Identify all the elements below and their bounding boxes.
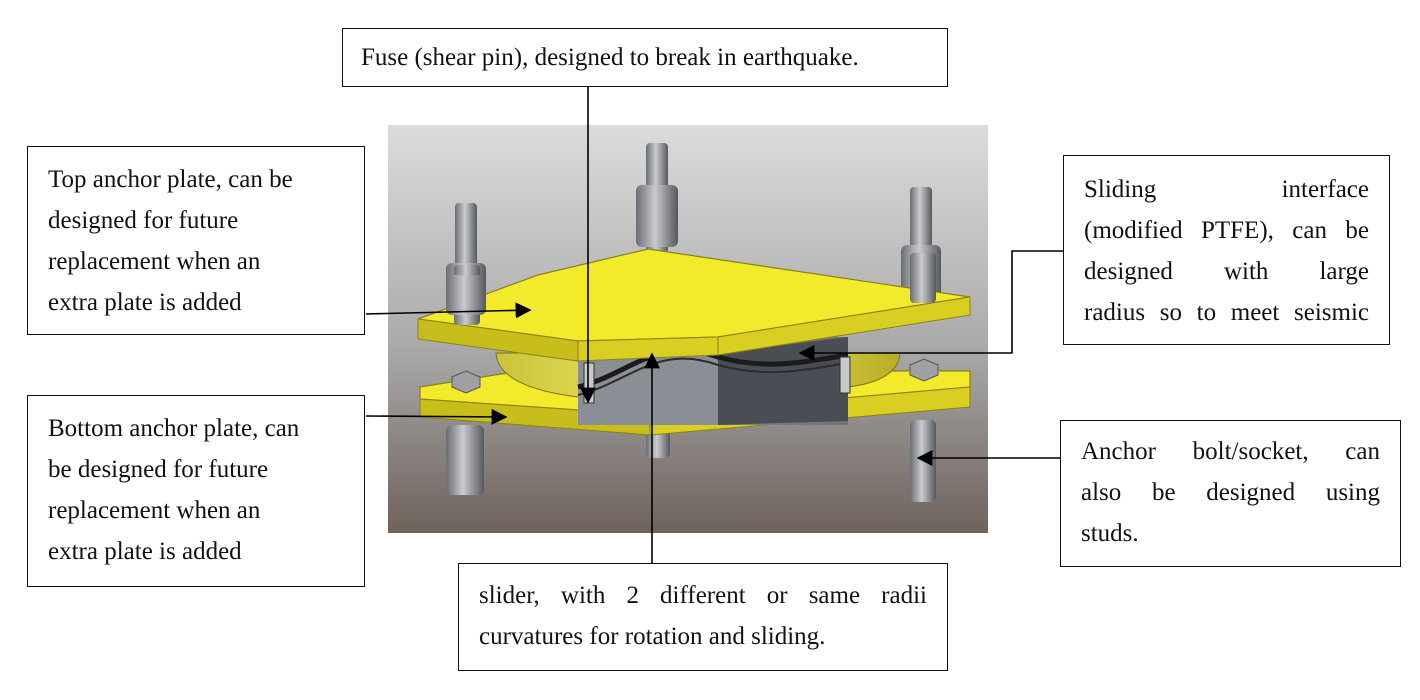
- label-bottom-plate-line-3: replacement when an: [48, 497, 261, 524]
- shear-pin: [583, 362, 595, 404]
- label-bottom-anchor-plate: Bottom anchor plate, can be designed for…: [27, 395, 365, 587]
- anchor-bolt-rear-center: [636, 143, 678, 253]
- anchor-bolt-front-right-lower: [910, 420, 936, 502]
- label-slider-line-1: slider, with 2 different or same radii: [479, 582, 927, 609]
- bearing-illustration: [388, 125, 988, 533]
- anchor-bolt-front-left-lower: [446, 425, 484, 495]
- label-anchor-bolt: Anchor bolt/socket, can also be designed…: [1060, 420, 1401, 567]
- label-anchor-line-2: also be designed using: [1081, 479, 1380, 506]
- label-fuse: Fuse (shear pin), designed to break in e…: [342, 28, 948, 87]
- anchor-bolt-front-right-upper: [910, 253, 936, 303]
- hex-nut-bottom-right: [909, 358, 939, 382]
- label-slider-line-2: curvatures for rotation and sliding.: [479, 623, 826, 650]
- curved-sliding-surface: [577, 348, 849, 390]
- label-sliding-line-4: radius so to meet seismic: [1084, 299, 1369, 326]
- label-anchor-line-1: Anchor bolt/socket, can: [1081, 438, 1380, 465]
- label-top-plate-line-2: designed for future: [48, 207, 239, 234]
- label-sliding-interface: Sliding interface (modified PTFE), can b…: [1063, 155, 1390, 345]
- label-fuse-line-1: Fuse (shear pin), designed to break in e…: [361, 44, 859, 71]
- label-sliding-line-2: (modified PTFE), can be: [1084, 217, 1369, 244]
- shear-pin-right: [839, 356, 851, 394]
- label-sliding-line-3: designed with large: [1084, 258, 1369, 285]
- label-top-plate-line-3: replacement when an: [48, 248, 261, 275]
- label-slider: slider, with 2 different or same radii c…: [458, 563, 948, 671]
- label-anchor-line-3: studs.: [1081, 520, 1139, 547]
- hex-nut-bottom-left: [451, 370, 481, 394]
- label-bottom-plate-line-4: extra plate is added: [48, 538, 242, 565]
- label-top-plate-line-1: Top anchor plate, can be: [48, 166, 293, 193]
- label-sliding-line-1: Sliding interface: [1084, 176, 1369, 203]
- label-bottom-plate-line-1: Bottom anchor plate, can: [48, 415, 300, 442]
- label-bottom-plate-line-2: be designed for future: [48, 456, 269, 483]
- label-top-plate-line-4: extra plate is added: [48, 289, 242, 316]
- label-top-anchor-plate: Top anchor plate, can be designed for fu…: [27, 146, 365, 335]
